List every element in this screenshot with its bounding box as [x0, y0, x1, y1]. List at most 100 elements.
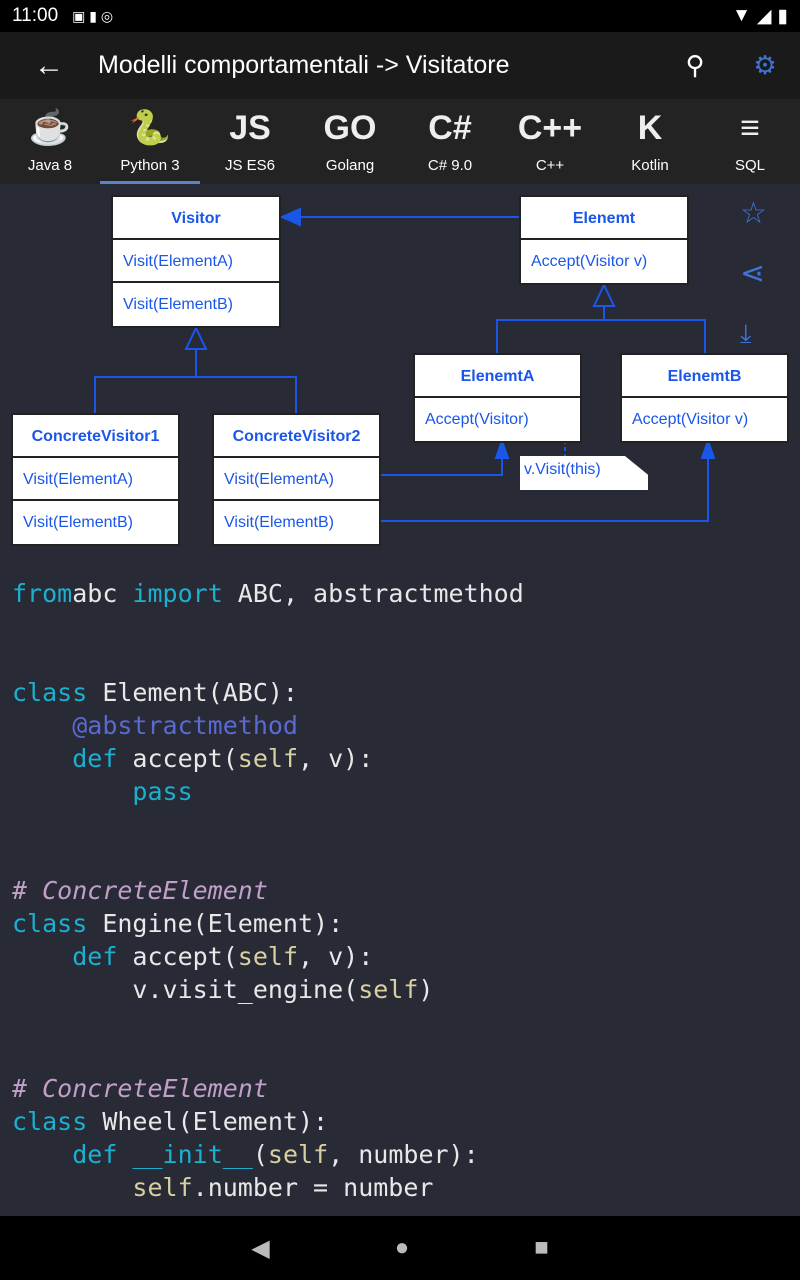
code-token: accept(: [117, 744, 238, 773]
class-method: Visit(ElementB): [224, 514, 334, 531]
code-token: self: [237, 744, 299, 773]
class-name: Elenemt: [521, 197, 687, 240]
code-line: [12, 1039, 524, 1072]
tab-label: JS ES6: [224, 157, 276, 174]
code-token: from: [12, 579, 73, 608]
code-token: __init__: [132, 1140, 253, 1169]
tab-language[interactable]: ☕ Java 8: [0, 99, 100, 184]
code-line: [12, 643, 524, 676]
tab-label: C# 9.0: [427, 157, 473, 174]
language-icon: 🐍: [128, 109, 172, 147]
back-nav-icon[interactable]: ◀: [251, 1234, 270, 1262]
system-icons: ▼◢▮: [732, 5, 788, 28]
favorite-add-icon[interactable]: ☆: [740, 197, 767, 230]
code-token: # ConcreteElement: [12, 876, 268, 905]
navigation-bar: ◀ ● ■: [0, 1216, 800, 1280]
code-token: self: [237, 942, 299, 971]
code-token: self: [132, 1173, 193, 1202]
code-token: class: [12, 678, 88, 707]
tab-language[interactable]: C# C# 9.0: [400, 99, 500, 184]
code-line: def accept(self, v):: [12, 742, 524, 775]
share-icon[interactable]: ⋖: [740, 257, 766, 290]
code-token: , v):: [298, 744, 374, 773]
language-icon: GO: [323, 109, 377, 147]
language-icon: ≡: [740, 109, 760, 147]
code-token: self: [358, 975, 419, 1004]
class-method: Visit(ElementB): [123, 296, 233, 313]
code-token: [12, 942, 72, 971]
code-token: @abstractmethod: [72, 711, 298, 740]
code-line: # ConcreteElement: [12, 874, 524, 907]
code-block: fromabc import ABC, abstractmethod class…: [12, 577, 524, 1204]
code-token: self: [267, 1140, 329, 1169]
code-line: [12, 1006, 524, 1039]
class-name: ElenemtA: [415, 355, 580, 398]
class-method: Visit(ElementA): [13, 458, 178, 501]
code-token: def: [72, 744, 118, 773]
code-token: [12, 1140, 72, 1169]
code-token: def: [72, 1140, 118, 1169]
code-line: class Wheel(Element):: [12, 1105, 524, 1138]
recents-nav-icon[interactable]: ■: [534, 1234, 549, 1261]
class-method: Visit(ElementA): [214, 458, 379, 501]
tab-language[interactable]: C++ C++: [500, 99, 600, 184]
language-icon: C++: [517, 109, 583, 147]
code-token: def: [72, 942, 118, 971]
class-name: ConcreteVisitor1: [13, 415, 178, 458]
class-method: Visit(ElementB): [23, 514, 133, 531]
code-token: , v):: [298, 942, 374, 971]
language-icon: ☕: [28, 109, 72, 147]
element-b-class: ElenemtB Accept(Visitor v): [620, 353, 789, 443]
search-icon[interactable]: ⚲: [685, 50, 705, 80]
code-token: accept(: [117, 942, 238, 971]
gear-icon[interactable]: ⚙: [753, 50, 777, 80]
code-token: Wheel(Element):: [87, 1107, 329, 1136]
code-token: pass: [132, 777, 193, 806]
class-name: ElenemtB: [622, 355, 787, 398]
diagram-connectors: [94, 207, 716, 522]
code-line: @abstractmethod: [12, 709, 524, 742]
home-nav-icon[interactable]: ●: [394, 1234, 410, 1261]
code-token: [117, 1140, 132, 1169]
wifi-icon: ▼: [732, 5, 751, 26]
language-icon: C#: [428, 109, 472, 147]
code-line: [12, 610, 524, 643]
code-token: class: [12, 909, 88, 938]
notification-icons: ▣ ▮ ◎: [72, 7, 114, 24]
signal-icon: ◢: [756, 5, 772, 27]
back-button[interactable]: ←: [34, 48, 64, 82]
code-line: # ConcreteElement: [12, 1072, 524, 1105]
element-a-class: ElenemtA Accept(Visitor): [413, 353, 582, 443]
code-line: self.number = number: [12, 1171, 524, 1204]
code-token: [12, 744, 72, 773]
code-token: .number = number: [192, 1173, 434, 1202]
language-icon: K: [637, 109, 663, 147]
page-title: Modelli comportamentali -> Visitatore: [98, 51, 510, 79]
tab-label: C++: [535, 157, 565, 174]
collapse-icon[interactable]: ⤓: [740, 318, 752, 348]
tab-label: Java 8: [27, 157, 73, 174]
code-token: class: [12, 1107, 88, 1136]
code-token: (: [252, 1140, 268, 1169]
tab-language[interactable]: 🐍 Python 3: [100, 99, 200, 184]
code-token: v.visit_engine(: [12, 975, 359, 1004]
class-method: Accept(Visitor): [425, 411, 529, 428]
tab-label: Python 3: [120, 157, 180, 174]
class-method: Accept(Visitor v): [531, 253, 648, 270]
code-line: pass: [12, 775, 524, 808]
code-line: fromabc import ABC, abstractmethod: [12, 577, 524, 610]
status-bar: 11:00 ▣ ▮ ◎ ▼◢▮: [0, 0, 800, 32]
code-line: [12, 808, 524, 841]
code-token: Element(ABC):: [87, 678, 298, 707]
code-token: , number):: [328, 1140, 479, 1169]
class-method: Accept(Visitor v): [632, 411, 749, 428]
tab-language[interactable]: ≡SQL: [700, 99, 800, 184]
